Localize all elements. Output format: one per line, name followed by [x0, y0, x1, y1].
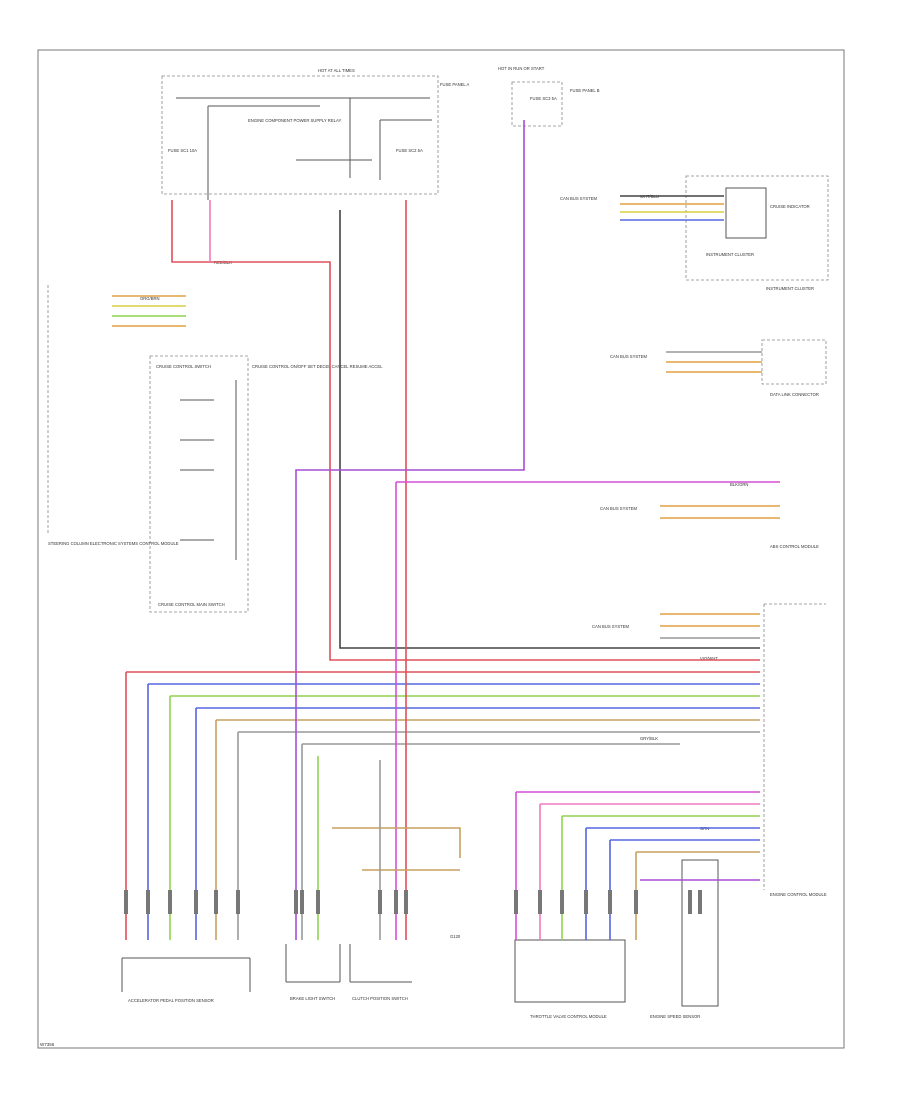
cluster-can-label: CAN BUS SYSTEM [560, 196, 598, 201]
wire-label-gry-blk: GRY/BLK [640, 736, 658, 741]
connector-pin-6 [294, 890, 298, 914]
wire-label-blk-grn: BLK/GRN [730, 482, 748, 487]
dlc-can-label: CAN BUS SYSTEM [610, 354, 648, 359]
wire-black-15 [339, 210, 760, 649]
connector-pin-4 [214, 890, 218, 914]
connector-pin-11 [404, 890, 408, 914]
fuse-panel-a-box [161, 75, 439, 195]
ecm-label: ENGINE CONTROL MODULE [770, 892, 827, 897]
fuse-panel-a-label: FUSE PANEL A [440, 82, 470, 87]
connector-pin-2 [168, 890, 172, 914]
wire-label-vio-wht: VIO/WHT [700, 656, 718, 661]
brake-switch-label: BRAKE LIGHT SWITCH [290, 996, 335, 1001]
ecm-can-label: CAN BUS SYSTEM [592, 624, 630, 629]
cruise-switch-box [149, 355, 249, 613]
clutch-switch-label: CLUTCH POSITION SWITCH [352, 996, 408, 1001]
instrument-cluster-box [685, 175, 829, 281]
connector-pin-12 [514, 890, 518, 914]
wire-violet-18 [295, 120, 525, 940]
wire-red-0 [171, 200, 760, 661]
page-code: W7356 [40, 1042, 55, 1047]
connector-pin-1 [146, 890, 150, 914]
connector-pin-15 [584, 890, 588, 914]
wire-group [112, 120, 780, 940]
connector-pin-16 [608, 890, 612, 914]
connector-pin-17 [634, 890, 638, 914]
fuse-sc1-label: FUSE SC1 10A [168, 148, 197, 153]
fuse-sc2-label: FUSE SC2 5A [396, 148, 423, 153]
connector-pin-8 [300, 890, 304, 914]
data-link-box [761, 339, 827, 385]
connector-pin-10 [394, 890, 398, 914]
speed-sensor-label: ENGINE SPEED SENSOR [650, 1014, 700, 1019]
hot-run-start-label: HOT IN RUN OR START [498, 66, 545, 71]
cruise-control-switch-label: CRUISE CONTROL SWITCH [156, 364, 211, 369]
connector-pin-0 [124, 890, 128, 914]
abs-can-label: CAN BUS SYSTEM [600, 506, 638, 511]
app-sensor-label: ACCELERATOR PEDAL POSITION SENSOR [128, 998, 214, 1003]
fuse-panel-b-box [511, 81, 563, 127]
relay-label: ENGINE COMPONENT POWER SUPPLY RELAY [248, 118, 341, 123]
hot-at-all-times-label: HOT AT ALL TIMES [318, 68, 355, 73]
cluster-processor [725, 187, 767, 239]
fuse-sc3-label: FUSE SC3 5A [530, 96, 557, 101]
speed-sensor-box [681, 859, 719, 1007]
abs-module-label: ABS CONTROL MODULE [770, 544, 819, 549]
connector-pin-19 [698, 890, 702, 914]
connector-pin-13 [538, 890, 542, 914]
throttle-module-label: THROTTLE VALVE CONTROL MODULE [530, 1014, 607, 1019]
instrument-cluster-label: INSTRUMENT CLUSTER [766, 286, 814, 291]
cruise-indicator-label: CRUISE INDICATOR [770, 204, 810, 209]
data-link-label: DATA LINK CONNECTOR [770, 392, 819, 397]
wire-label-org-brn: ORG/BRN [140, 296, 160, 301]
connector-pin-14 [560, 890, 564, 914]
cruise-area-label: STEERING COLUMN ELECTRONIC SYSTEMS CONTR… [48, 541, 179, 546]
connector-pin-18 [688, 890, 692, 914]
wire-tan-22 [332, 827, 461, 858]
connector-pin-5 [236, 890, 240, 914]
cruise-positions-label: CRUISE CONTROL ON/OFF SET DECEL CANCEL R… [252, 364, 383, 369]
connector-pin-9 [378, 890, 382, 914]
fuse-panel-b-label: FUSE PANEL B [570, 88, 600, 93]
connector-pin-7 [316, 890, 320, 914]
diagram-frame [37, 49, 845, 1049]
cruise-main-switch-label: CRUISE CONTROL MAIN SWITCH [158, 602, 225, 607]
cluster-sub-label: INSTRUMENT CLUSTER [706, 252, 754, 257]
throttle-module-box [514, 939, 626, 1003]
ground-label: G120 [450, 934, 461, 939]
connector-pin-3 [194, 890, 198, 914]
